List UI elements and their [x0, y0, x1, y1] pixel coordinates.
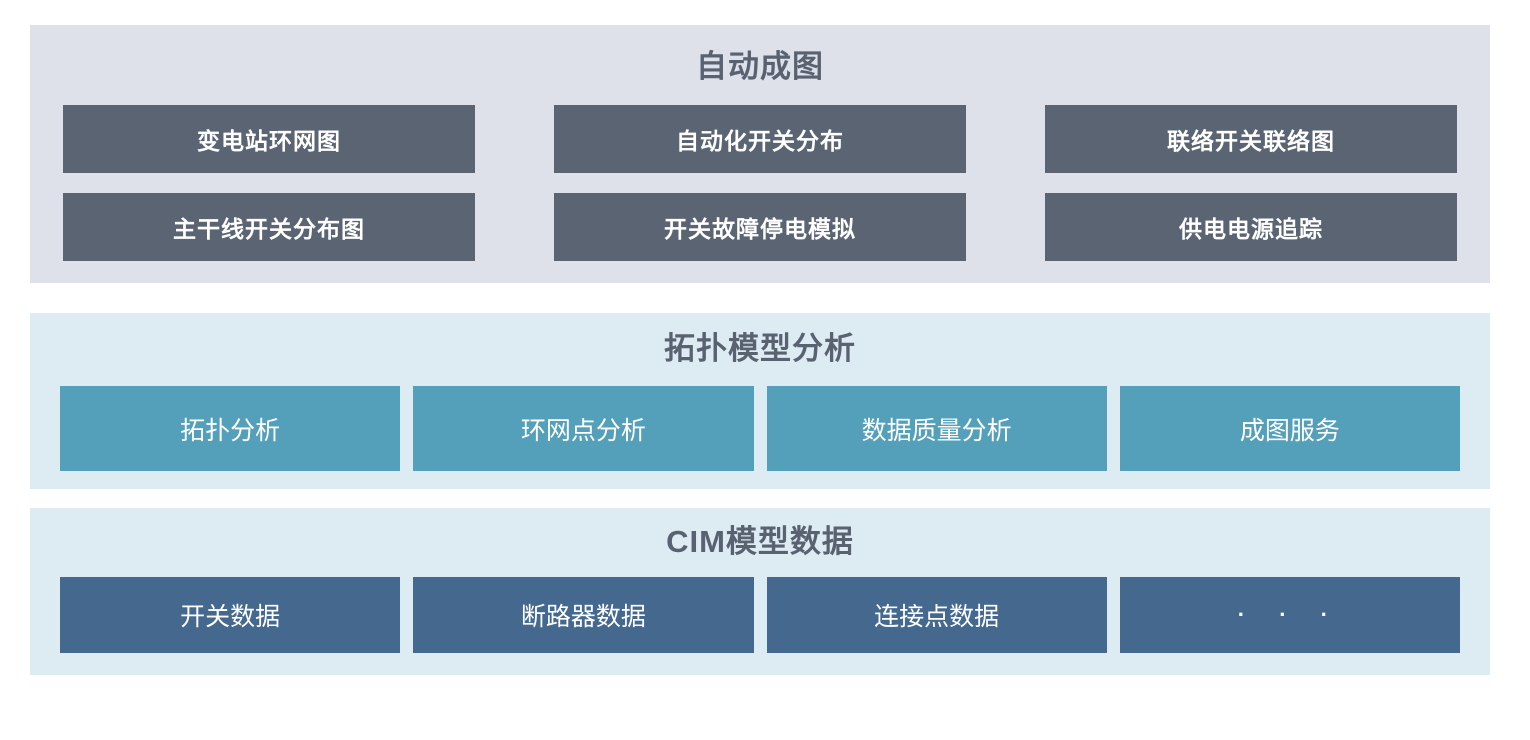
block-circuit-breaker-data: 断路器数据	[413, 577, 754, 653]
section-auto-mapping: 自动成图 变电站环网图 自动化开关分布 联络开关联络图 主干线开关分布图 开关故…	[30, 25, 1490, 283]
topology-analysis-grid: 拓扑分析 环网点分析 数据质量分析 成图服务	[60, 386, 1460, 471]
block-trunk-line-switch-distribution-diagram: 主干线开关分布图	[63, 193, 475, 261]
section-cim-model-data: CIM模型数据 开关数据 断路器数据 连接点数据 · · ·	[30, 508, 1490, 675]
block-ring-network-point-analysis: 环网点分析	[413, 386, 754, 471]
block-mapping-service: 成图服务	[1119, 386, 1460, 471]
auto-mapping-grid: 变电站环网图 自动化开关分布 联络开关联络图 主干线开关分布图 开关故障停电模拟…	[63, 105, 1457, 261]
block-more-ellipsis: · · ·	[1119, 577, 1460, 653]
section-title-auto-mapping: 自动成图	[696, 49, 824, 84]
block-tie-switch-connection-diagram: 联络开关联络图	[1045, 105, 1457, 173]
block-switch-fault-outage-simulation: 开关故障停电模拟	[554, 193, 966, 261]
block-topology-analysis: 拓扑分析	[60, 386, 401, 471]
block-power-supply-source-tracing: 供电电源追踪	[1045, 193, 1457, 261]
block-switch-data: 开关数据	[60, 577, 401, 653]
cim-data-grid: 开关数据 断路器数据 连接点数据 · · ·	[60, 577, 1460, 653]
block-data-quality-analysis: 数据质量分析	[766, 386, 1107, 471]
block-automation-switch-distribution: 自动化开关分布	[554, 105, 966, 173]
section-title-topology-model-analysis: 拓扑模型分析	[664, 331, 856, 366]
section-title-cim-model-data: CIM模型数据	[666, 524, 854, 559]
block-connection-point-data: 连接点数据	[766, 577, 1107, 653]
block-substation-ring-diagram: 变电站环网图	[63, 105, 475, 173]
section-topology-model-analysis: 拓扑模型分析 拓扑分析 环网点分析 数据质量分析 成图服务	[30, 313, 1490, 489]
